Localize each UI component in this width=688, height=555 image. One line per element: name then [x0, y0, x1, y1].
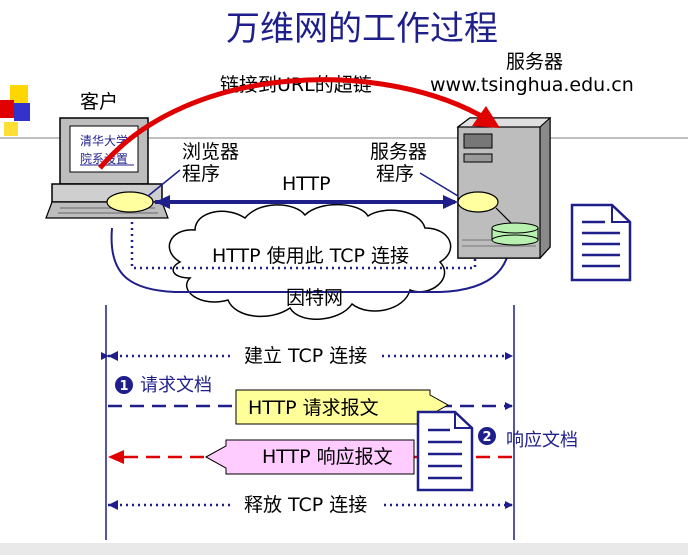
internet-cloud [168, 203, 452, 320]
client-label: 客户 [80, 91, 118, 113]
release-arrow-head-left [108, 500, 118, 510]
server-url: www.tsinghua.edu.cn [430, 74, 634, 96]
internet-label: 因特网 [286, 287, 343, 309]
bottom-bar [0, 543, 688, 555]
browser-program-line1: 浏览器 [182, 141, 239, 163]
server-pointer-line [419, 172, 459, 197]
establish-arrow-head-left [108, 351, 118, 361]
screen-text-line1: 清华大学 [80, 133, 128, 148]
release-label: 释放 TCP 连接 [244, 494, 367, 516]
http-label: HTTP [282, 173, 331, 195]
response-document-icon [416, 410, 474, 492]
server-program-line1: 服务器 [370, 141, 427, 163]
server-program-line2: 程序 [376, 163, 414, 185]
request-label: HTTP 请求报文 [248, 397, 379, 419]
step1-label: 请求文档 [140, 375, 212, 396]
step2-label: 响应文档 [506, 430, 578, 451]
response-box [204, 439, 415, 475]
response-arrow-head [108, 450, 124, 464]
establish-label: 建立 TCP 连接 [244, 345, 367, 367]
tcp-label: HTTP 使用此 TCP 连接 [212, 245, 409, 267]
browser-program-line2: 程序 [182, 163, 220, 185]
decorative-squares [0, 85, 30, 136]
response-label: HTTP 响应报文 [262, 446, 393, 468]
request-box [235, 389, 450, 425]
server-label: 服务器 [506, 51, 563, 73]
browser-process [106, 191, 154, 213]
step1-badge [115, 376, 133, 394]
document-icon [570, 203, 632, 282]
tcp-connection-path [130, 222, 477, 270]
step2-badge [478, 427, 496, 445]
page-title: 万维网的工作过程 [226, 9, 498, 49]
http-arrow-head-right [443, 195, 458, 209]
browser-pointer-line [147, 169, 181, 197]
server-process [457, 191, 499, 213]
step1-number: 1 [119, 379, 128, 394]
screen-text-line2: 院系设置 [80, 152, 128, 166]
step2-number: 2 [482, 430, 491, 445]
hyperlink-arrow [98, 77, 490, 170]
disk-icon [491, 207, 539, 246]
hyperlink-arrow-head [472, 106, 500, 128]
http-arrow-head-left [155, 195, 170, 209]
hyperlink-label: 链接到URL的超链 [220, 74, 372, 96]
